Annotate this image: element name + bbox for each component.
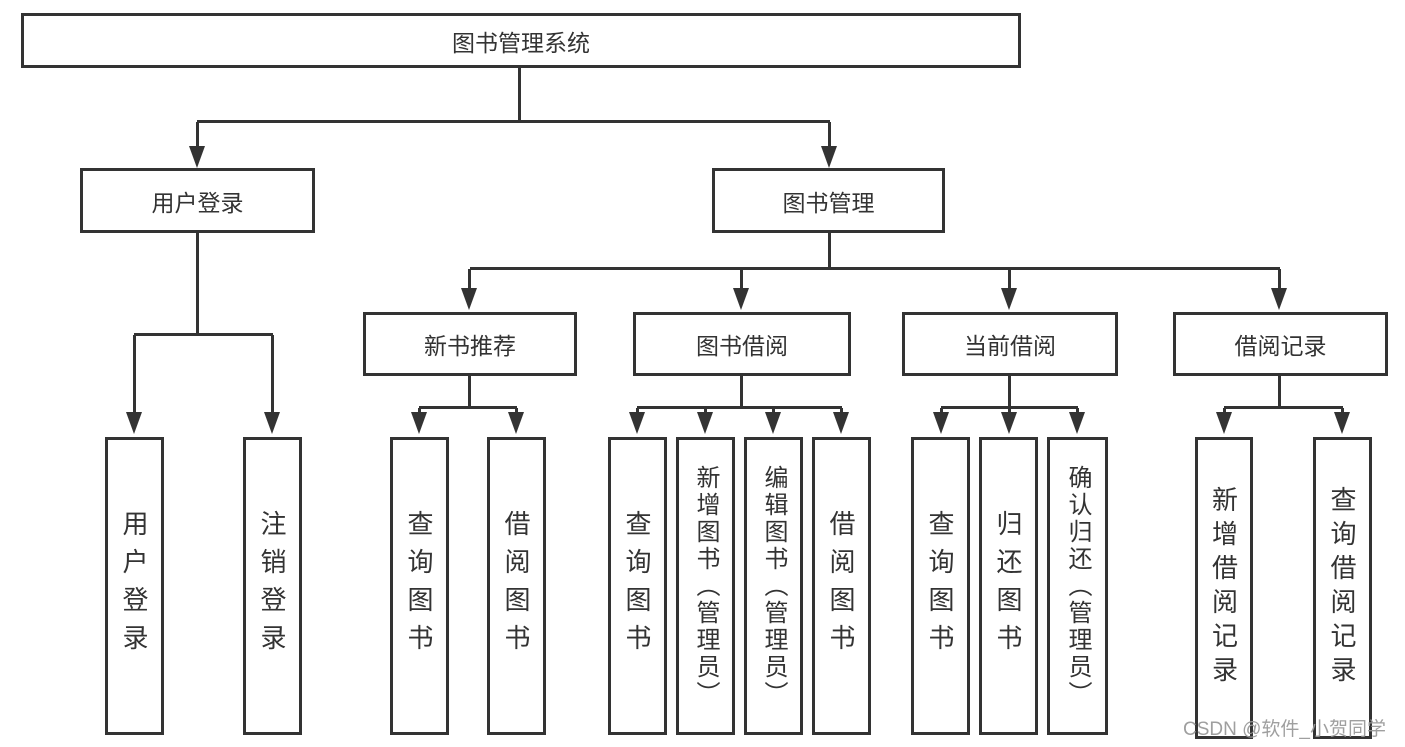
connector-current-stem — [1008, 376, 1011, 408]
node-book-borrow: 图书借阅 — [633, 312, 851, 376]
leaf-query-books-1-label: 查询图书 — [404, 510, 434, 662]
leaf-query-borrow-record: 查询借阅记录 — [1313, 437, 1372, 739]
node-book-management-label: 图书管理 — [782, 189, 875, 216]
leaf-return-books: 归还图书 — [979, 437, 1038, 735]
csdn-watermark: CSDN @软件_小贺同学 — [1183, 719, 1386, 740]
leaf-confirm-return-admin: 确认归还（管理员） — [1047, 437, 1108, 735]
leaf-query-books-2: 查询图书 — [608, 437, 667, 735]
node-user-login-label: 用户登录 — [151, 189, 244, 216]
connector-records-stem — [1278, 376, 1281, 408]
node-book-management: 图书管理 — [712, 168, 945, 233]
leaf-query-books-3-label: 查询图书 — [925, 510, 955, 662]
connector-mgmt-stem — [828, 233, 831, 269]
leaf-borrow-books-1-label: 借阅图书 — [501, 510, 531, 662]
connector-current-drop — [1008, 269, 1011, 291]
arrowhead-down-icon — [629, 412, 645, 434]
node-borrow-records: 借阅记录 — [1173, 312, 1388, 376]
arrowhead-down-icon — [821, 146, 837, 168]
arrowhead-down-icon — [933, 412, 949, 434]
node-new-book-recommend: 新书推荐 — [363, 312, 577, 376]
leaf-confirm-return-admin-label: 确认归还（管理员） — [1064, 464, 1091, 708]
arrowhead-down-icon — [264, 412, 280, 434]
connector-current-split — [941, 406, 1078, 409]
connector-newbooks-stem — [468, 376, 471, 408]
arrowhead-down-icon — [508, 412, 524, 434]
connector-records-split — [1224, 406, 1343, 409]
connector-mgmt-split — [470, 267, 1280, 270]
node-root-system-label: 图书管理系统 — [452, 29, 590, 56]
arrowhead-down-icon — [765, 412, 781, 434]
arrowhead-down-icon — [1001, 288, 1017, 310]
node-book-borrow-label: 图书借阅 — [696, 333, 788, 359]
connector-login-leaf1-drop — [133, 335, 136, 416]
connector-newbooks-split — [419, 406, 517, 409]
arrowhead-down-icon — [1069, 412, 1085, 434]
node-current-borrow-label: 当前借阅 — [964, 333, 1056, 359]
leaf-borrow-books-1: 借阅图书 — [487, 437, 546, 735]
connector-root-stem — [518, 68, 521, 122]
leaf-add-books-admin-label: 新增图书（管理员） — [692, 464, 719, 708]
leaf-borrow-books-2-label: 借阅图书 — [826, 510, 856, 662]
leaf-query-books-3: 查询图书 — [911, 437, 970, 735]
leaf-add-borrow-record-label: 新增借阅记录 — [1208, 486, 1239, 690]
leaf-add-books-admin: 新增图书（管理员） — [676, 437, 735, 735]
connector-login-split — [134, 333, 273, 336]
arrowhead-down-icon — [1001, 412, 1017, 434]
leaf-return-books-label: 归还图书 — [993, 510, 1023, 662]
arrowhead-down-icon — [697, 412, 713, 434]
leaf-query-books-2-label: 查询图书 — [622, 510, 652, 662]
arrowhead-down-icon — [461, 288, 477, 310]
leaf-add-borrow-record: 新增借阅记录 — [1195, 437, 1253, 739]
connector-newbooks-drop — [468, 269, 471, 291]
arrowhead-down-icon — [733, 288, 749, 310]
connector-borrow-split — [637, 406, 842, 409]
node-borrow-records-label: 借阅记录 — [1234, 333, 1327, 359]
leaf-user-login-label: 用户登录 — [119, 510, 149, 662]
leaf-edit-books-admin: 编辑图书（管理员） — [744, 437, 803, 735]
leaf-user-login: 用户登录 — [105, 437, 164, 735]
node-user-login: 用户登录 — [80, 168, 315, 233]
connector-records-drop — [1278, 269, 1281, 291]
leaf-query-borrow-record-label: 查询借阅记录 — [1327, 486, 1357, 690]
leaf-borrow-books-2: 借阅图书 — [812, 437, 871, 735]
leaf-logout: 注销登录 — [243, 437, 302, 735]
connector-login-leaf2-drop — [271, 335, 274, 416]
arrowhead-down-icon — [1334, 412, 1350, 434]
connector-mgmt-drop — [828, 122, 831, 150]
node-current-borrow: 当前借阅 — [902, 312, 1118, 376]
arrowhead-down-icon — [411, 412, 427, 434]
node-new-book-recommend-label: 新书推荐 — [424, 333, 516, 359]
leaf-logout-label: 注销登录 — [257, 510, 287, 662]
arrowhead-down-icon — [126, 412, 142, 434]
node-root-system: 图书管理系统 — [21, 13, 1021, 68]
leaf-query-books-1: 查询图书 — [390, 437, 449, 735]
arrowhead-down-icon — [833, 412, 849, 434]
connector-login-stem — [196, 233, 199, 335]
arrowhead-down-icon — [1216, 412, 1232, 434]
connector-root-split — [197, 120, 830, 123]
arrowhead-down-icon — [189, 146, 205, 168]
connector-borrow-stem — [740, 376, 743, 408]
connector-login-drop — [196, 122, 199, 150]
leaf-edit-books-admin-label: 编辑图书（管理员） — [760, 464, 787, 708]
connector-borrow-drop — [740, 269, 743, 291]
arrowhead-down-icon — [1271, 288, 1287, 310]
